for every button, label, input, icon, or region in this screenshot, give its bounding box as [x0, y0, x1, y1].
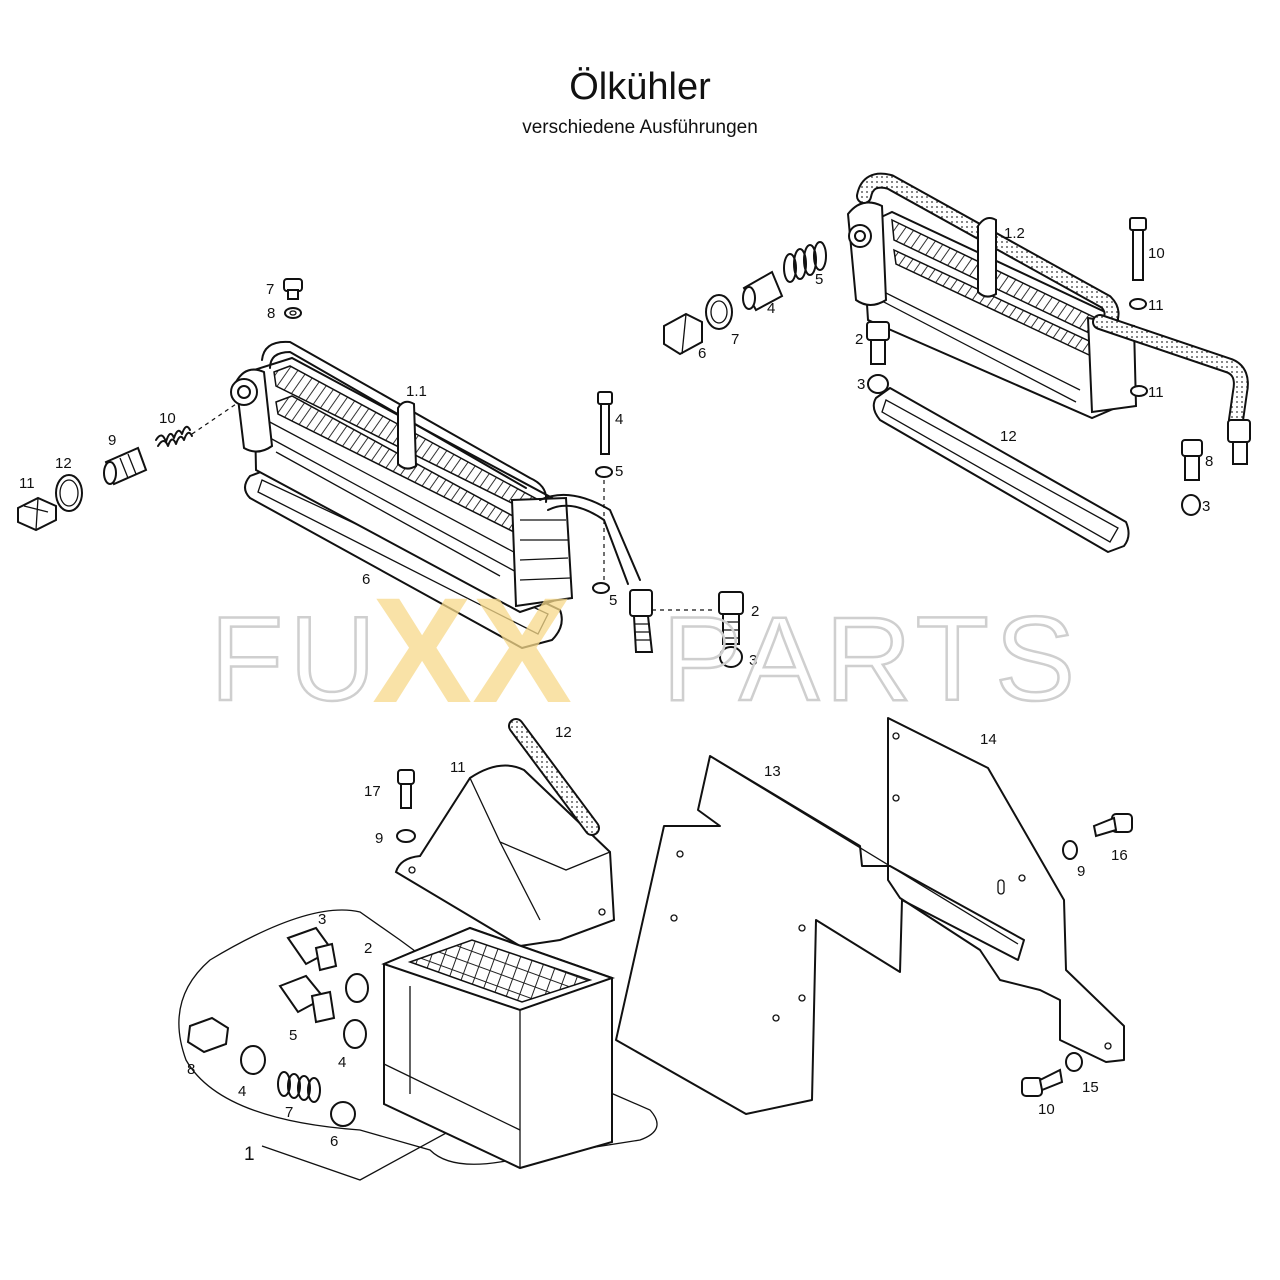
part-label-6: 6: [362, 571, 370, 588]
gasket-icon: [244, 469, 563, 649]
spring-icon: [155, 425, 193, 447]
part-label-5: 5: [815, 271, 823, 288]
watermark-text-right: PARTS: [662, 592, 1081, 726]
sealing-ring-icon: [240, 1045, 266, 1075]
part-label-13: 13: [764, 763, 781, 780]
bolt-icon: [283, 278, 303, 300]
screw-plug-icon: [186, 1016, 230, 1054]
washer-icon: [595, 466, 613, 478]
air-duct-cover-icon: [394, 764, 616, 948]
part-label-10: 10: [1148, 245, 1165, 262]
part-label-10: 10: [1038, 1101, 1055, 1118]
union-fitting-icon: [1181, 439, 1203, 481]
shroud-panel-icon: [615, 755, 1025, 1115]
long-bolt-icon: [1129, 217, 1147, 281]
part-label-4: 4: [238, 1083, 246, 1100]
part-label-9: 9: [108, 432, 116, 449]
cap-nut-icon: [1181, 494, 1201, 516]
gasket-icon: [872, 387, 1130, 553]
part-label-1-2: 1.2: [1004, 225, 1025, 242]
check-ball-icon: [330, 1101, 356, 1127]
part-label-8: 8: [1205, 453, 1213, 470]
union-fitting-icon: [866, 321, 890, 365]
sealing-ring-icon: [345, 973, 369, 1003]
washer-icon: [1129, 298, 1147, 310]
cooler-1-group: 17 9 11 12 13 14 3 2 5 4 8 4 7 6 1 9 16 …: [178, 717, 1133, 1181]
part-label-1-1: 1.1: [406, 383, 427, 400]
part-label-5: 5: [615, 463, 623, 480]
cap-nut-icon: [719, 646, 743, 668]
part-label-12: 12: [555, 724, 572, 741]
spring-icon: [783, 241, 827, 283]
part-label-2: 2: [364, 940, 372, 957]
hose-icon: [508, 718, 600, 836]
valve-piston-icon: [103, 446, 148, 486]
washer-icon: [396, 829, 416, 843]
watermark-text-left: FU: [210, 592, 382, 726]
diagram-subtitle: verschiedene Ausführungen: [522, 117, 758, 138]
part-label-1: 1: [244, 1144, 255, 1165]
valve-piston-icon: [742, 270, 784, 312]
part-label-15: 15: [1082, 1079, 1099, 1096]
part-label-12: 12: [1000, 428, 1017, 445]
part-label-9: 9: [1077, 863, 1085, 880]
part-label-16: 16: [1111, 847, 1128, 864]
screw-plug-icon: [17, 496, 57, 532]
part-label-4: 4: [767, 300, 775, 317]
cooler-1-2-group: 1.2 10 11 11 5 4 7 6 2 3 12 8 3: [663, 172, 1251, 553]
part-label-4: 4: [338, 1054, 346, 1071]
part-label-2: 2: [751, 603, 759, 620]
part-label-6: 6: [698, 345, 706, 362]
part-label-11: 11: [1148, 384, 1164, 401]
long-bolt-icon: [597, 391, 613, 455]
part-label-4: 4: [615, 411, 623, 428]
part-label-2: 2: [855, 331, 863, 348]
cooler-1-1-group: 7 8 1.1 10 9 12 11 4 5 5 6 2 3: [17, 278, 759, 669]
part-label-3: 3: [318, 911, 326, 928]
part-label-11: 11: [19, 475, 35, 492]
mounting-plate-icon: [887, 717, 1125, 1063]
part-label-7: 7: [731, 331, 739, 348]
part-label-3: 3: [1202, 498, 1210, 515]
screw-plug-icon: [663, 312, 703, 356]
sealing-ring-icon: [55, 474, 83, 512]
part-label-3: 3: [857, 376, 865, 393]
part-label-5: 5: [609, 592, 617, 609]
part-label-8: 8: [267, 305, 275, 322]
washer-icon: [592, 582, 610, 594]
union-fitting-icon: [278, 974, 336, 1024]
spring-icon: [277, 1071, 321, 1103]
watermark-text-accent: XX: [372, 566, 572, 734]
bolt-icon: [1092, 813, 1133, 838]
part-label-9: 9: [375, 830, 383, 847]
washer-icon: [284, 307, 302, 319]
washer-icon: [1130, 385, 1148, 397]
washer-icon: [1065, 1052, 1083, 1072]
part-label-17: 17: [364, 783, 381, 800]
part-label-11: 11: [450, 759, 466, 776]
bolt-icon: [1021, 1068, 1064, 1097]
part-label-12: 12: [55, 455, 72, 472]
part-label-3: 3: [749, 652, 757, 669]
washer-icon: [1062, 840, 1078, 860]
union-fitting-icon: [718, 591, 744, 645]
part-label-5: 5: [289, 1027, 297, 1044]
union-fitting-icon: [286, 926, 338, 972]
sealing-ring-icon: [343, 1019, 367, 1049]
watermark: FU XX PARTS: [209, 566, 1081, 734]
bolt-icon: [397, 769, 415, 809]
cap-nut-icon: [867, 374, 889, 394]
diagram-title: Ölkühler: [569, 66, 711, 108]
part-label-11: 11: [1148, 297, 1164, 314]
part-label-14: 14: [980, 731, 997, 748]
part-label-8: 8: [187, 1061, 195, 1078]
part-label-7: 7: [285, 1104, 293, 1121]
part-label-10: 10: [159, 410, 176, 427]
part-label-6: 6: [330, 1133, 338, 1150]
sealing-ring-icon: [705, 294, 733, 330]
part-label-7: 7: [266, 281, 274, 298]
